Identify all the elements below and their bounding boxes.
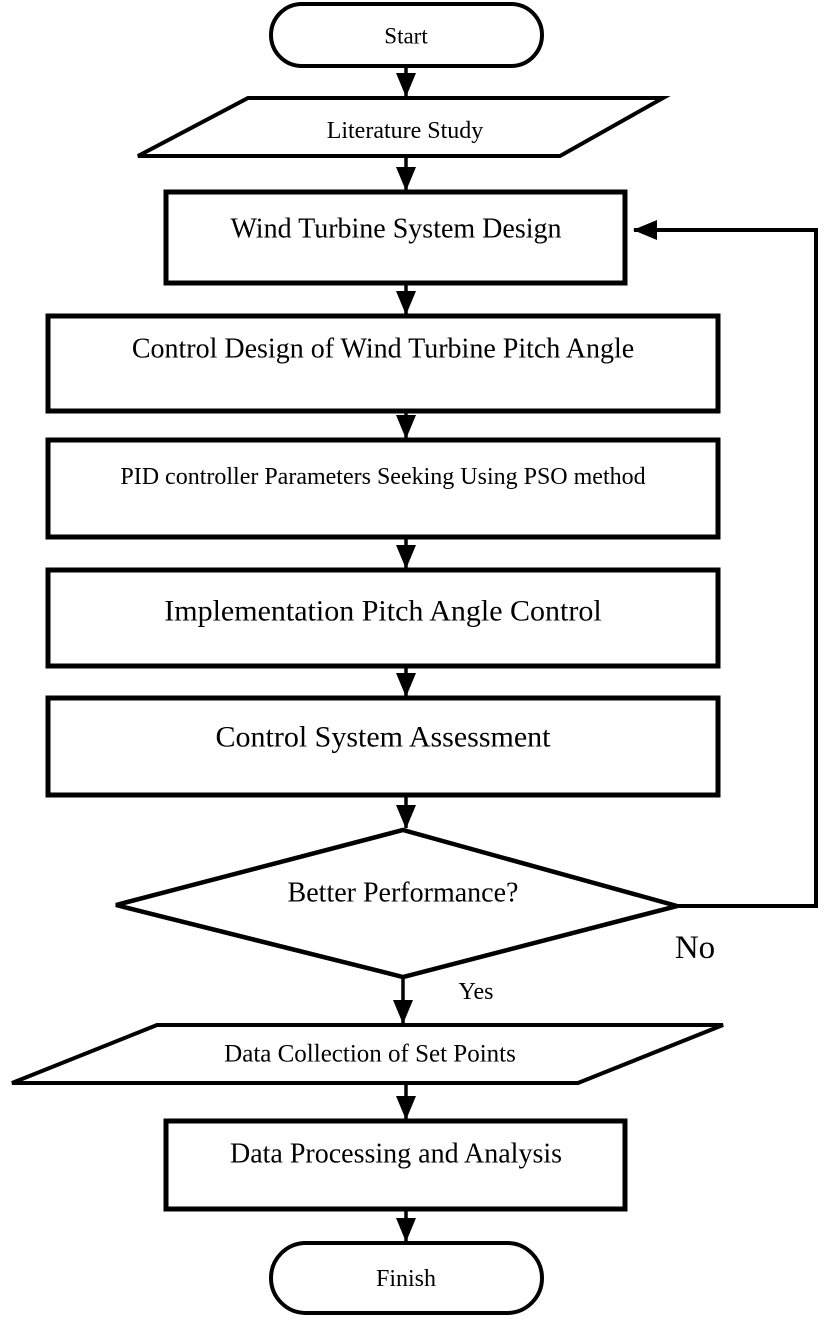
data-collection-label: Data Collection of Set Points — [224, 1040, 516, 1068]
literature-study-label: Literature Study — [326, 117, 484, 144]
data-collection-node — [11, 1023, 724, 1085]
literature-study-node — [137, 96, 671, 158]
edge-no-feedback-loop — [633, 220, 818, 908]
no-branch-label: No — [674, 929, 716, 966]
control-design-label: Control Design of Wind Turbine Pitch Ang… — [131, 333, 635, 365]
control-design-node — [45, 313, 721, 414]
implementation-node — [45, 567, 721, 669]
finish-node — [269, 1241, 544, 1315]
start-node — [269, 2, 544, 68]
start-label: Start — [384, 23, 428, 49]
better-performance-decision-node — [115, 827, 686, 980]
yes-branch-label: Yes — [458, 978, 494, 1005]
data-processing-label: Data Processing and Analysis — [229, 1138, 563, 1170]
assessment-node — [45, 695, 721, 798]
wind-turbine-design-node — [163, 189, 628, 286]
pid-pso-seeking-label: PID controller Parameters Seeking Using … — [120, 463, 646, 490]
data-processing-node — [163, 1118, 628, 1212]
wind-turbine-design-label: Wind Turbine System Design — [230, 213, 562, 245]
better-performance-label: Better Performance? — [287, 877, 519, 909]
assessment-label: Control System Assessment — [215, 720, 551, 754]
implementation-label: Implementation Pitch Angle Control — [164, 594, 602, 628]
pid-pso-seeking-node — [45, 437, 721, 540]
finish-label: Finish — [375, 1265, 437, 1292]
